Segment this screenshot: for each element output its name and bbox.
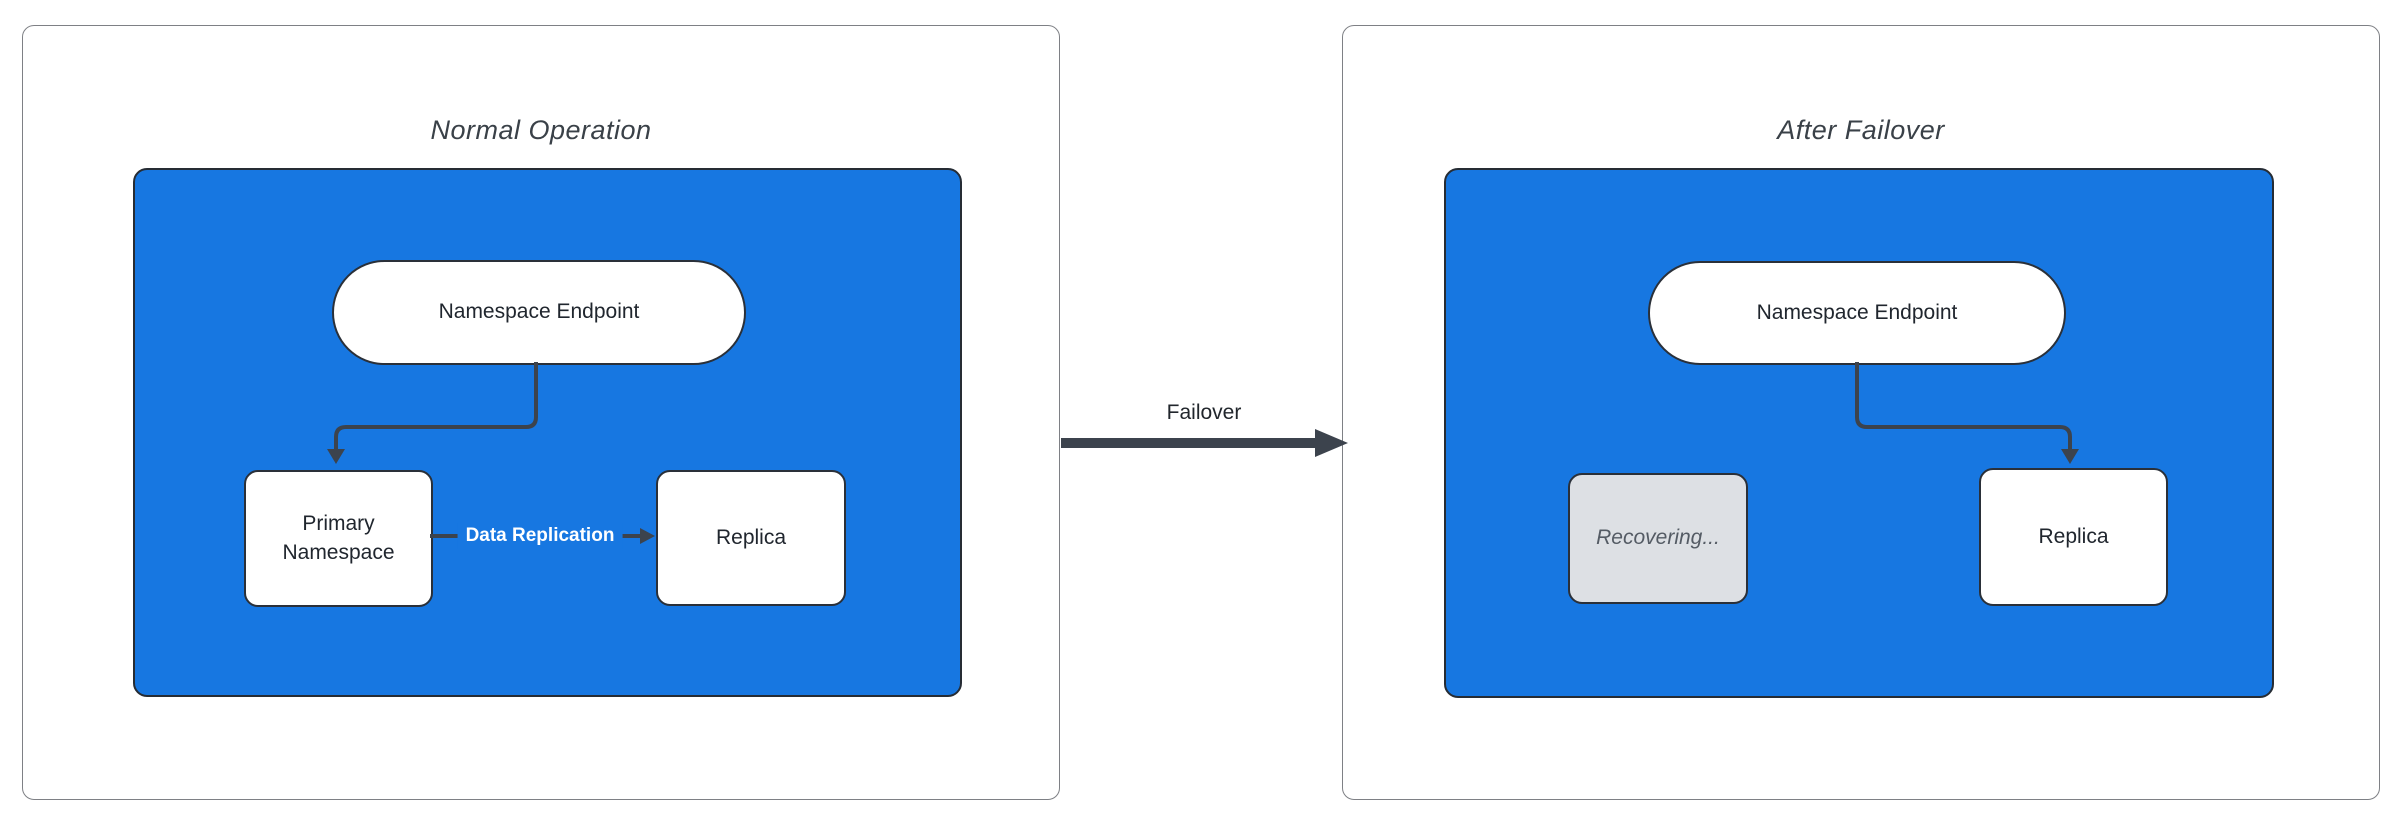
panel-after-failover: After Failover Namespace Endpoint Recove… — [1342, 25, 2380, 800]
panel-title: After Failover — [1777, 115, 1945, 145]
node-label: Primary Namespace — [282, 512, 395, 564]
namespace-endpoint-node: Namespace Endpoint — [1648, 261, 2066, 365]
recovering-node: Recovering... — [1568, 473, 1748, 604]
replica-node: Replica — [1979, 468, 2168, 606]
data-replication-label: Data Replication — [457, 523, 623, 549]
namespace-container: Namespace Endpoint Recovering... Replica — [1444, 168, 2274, 698]
namespace-endpoint-node: Namespace Endpoint — [332, 260, 746, 365]
node-label: Namespace Endpoint — [438, 300, 640, 324]
panel-title: Normal Operation — [430, 115, 652, 145]
node-label: Replica — [2038, 524, 2109, 548]
primary-namespace-node: Primary Namespace — [244, 470, 433, 607]
namespace-container: Namespace Endpoint Primary Namespace Rep… — [133, 168, 962, 697]
failover-label: Failover — [1166, 401, 1242, 424]
replica-node: Replica — [656, 470, 846, 606]
node-label: Namespace Endpoint — [1756, 300, 1958, 324]
node-label: Replica — [715, 525, 787, 549]
panel-normal-operation: Normal Operation Namespace Endpoint Prim… — [22, 25, 1060, 800]
node-label: Recovering... — [1596, 526, 1720, 550]
